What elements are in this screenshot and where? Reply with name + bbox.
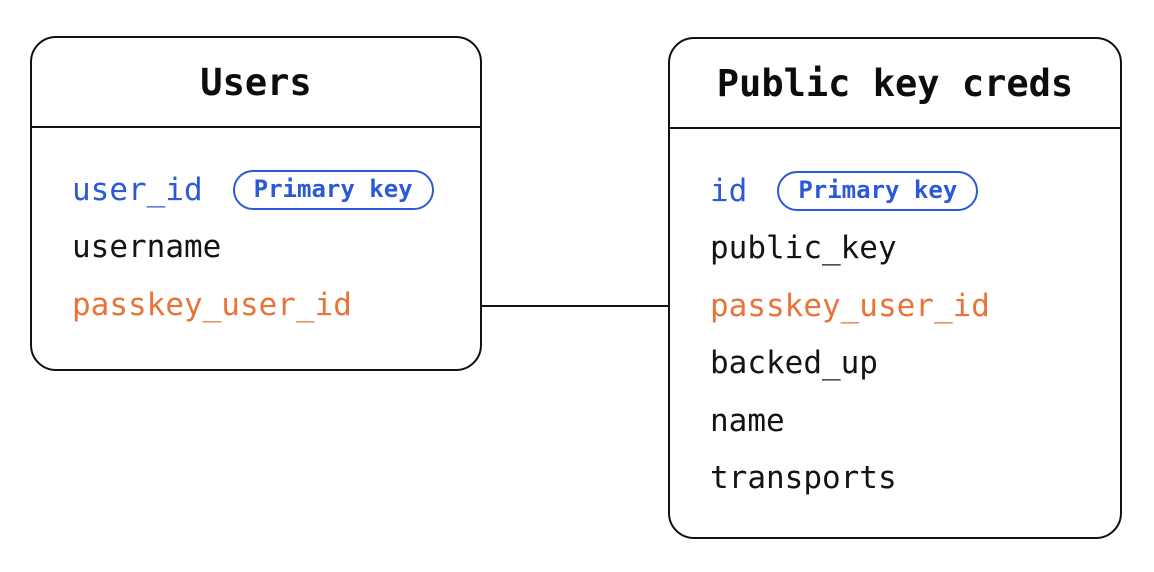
field-row-id: id Primary key (710, 162, 1120, 220)
table-users[interactable]: Users user_id Primary key username passk… (30, 36, 482, 371)
field-name-name: name (710, 402, 785, 439)
table-users-body: user_id Primary key username passkey_use… (32, 128, 480, 334)
field-name-user-id: user_id (72, 171, 203, 208)
field-name-passkey-user-id: passkey_user_id (72, 286, 352, 323)
table-public-key-creds[interactable]: Public key creds id Primary key public_k… (668, 37, 1122, 539)
field-row-name: name (710, 392, 1120, 450)
table-public-key-creds-title: Public key creds (716, 61, 1074, 105)
table-public-key-creds-body: id Primary key public_key passkey_user_i… (670, 129, 1120, 507)
field-row-username: username (72, 219, 480, 277)
field-name-public-key: public_key (710, 230, 897, 267)
field-name-username: username (72, 229, 222, 266)
table-users-title: Users (200, 60, 312, 104)
field-row-user-id: user_id Primary key (72, 161, 480, 219)
field-name-backed-up: backed_up (710, 345, 878, 382)
field-name-transports: transports (710, 460, 897, 497)
primary-key-badge: Primary key (232, 169, 434, 210)
field-name-id: id (710, 172, 748, 209)
field-row-passkey-user-id: passkey_user_id (72, 276, 480, 334)
field-name-passkey-user-id: passkey_user_id (710, 287, 990, 324)
field-row-backed-up: backed_up (710, 335, 1120, 393)
field-row-public-key: public_key (710, 220, 1120, 278)
field-row-passkey-user-id: passkey_user_id (710, 277, 1120, 335)
relationship-line (480, 305, 670, 307)
table-users-header: Users (32, 38, 480, 128)
primary-key-badge: Primary key (777, 170, 979, 211)
field-row-transports: transports (710, 450, 1120, 508)
table-public-key-creds-header: Public key creds (670, 39, 1120, 129)
